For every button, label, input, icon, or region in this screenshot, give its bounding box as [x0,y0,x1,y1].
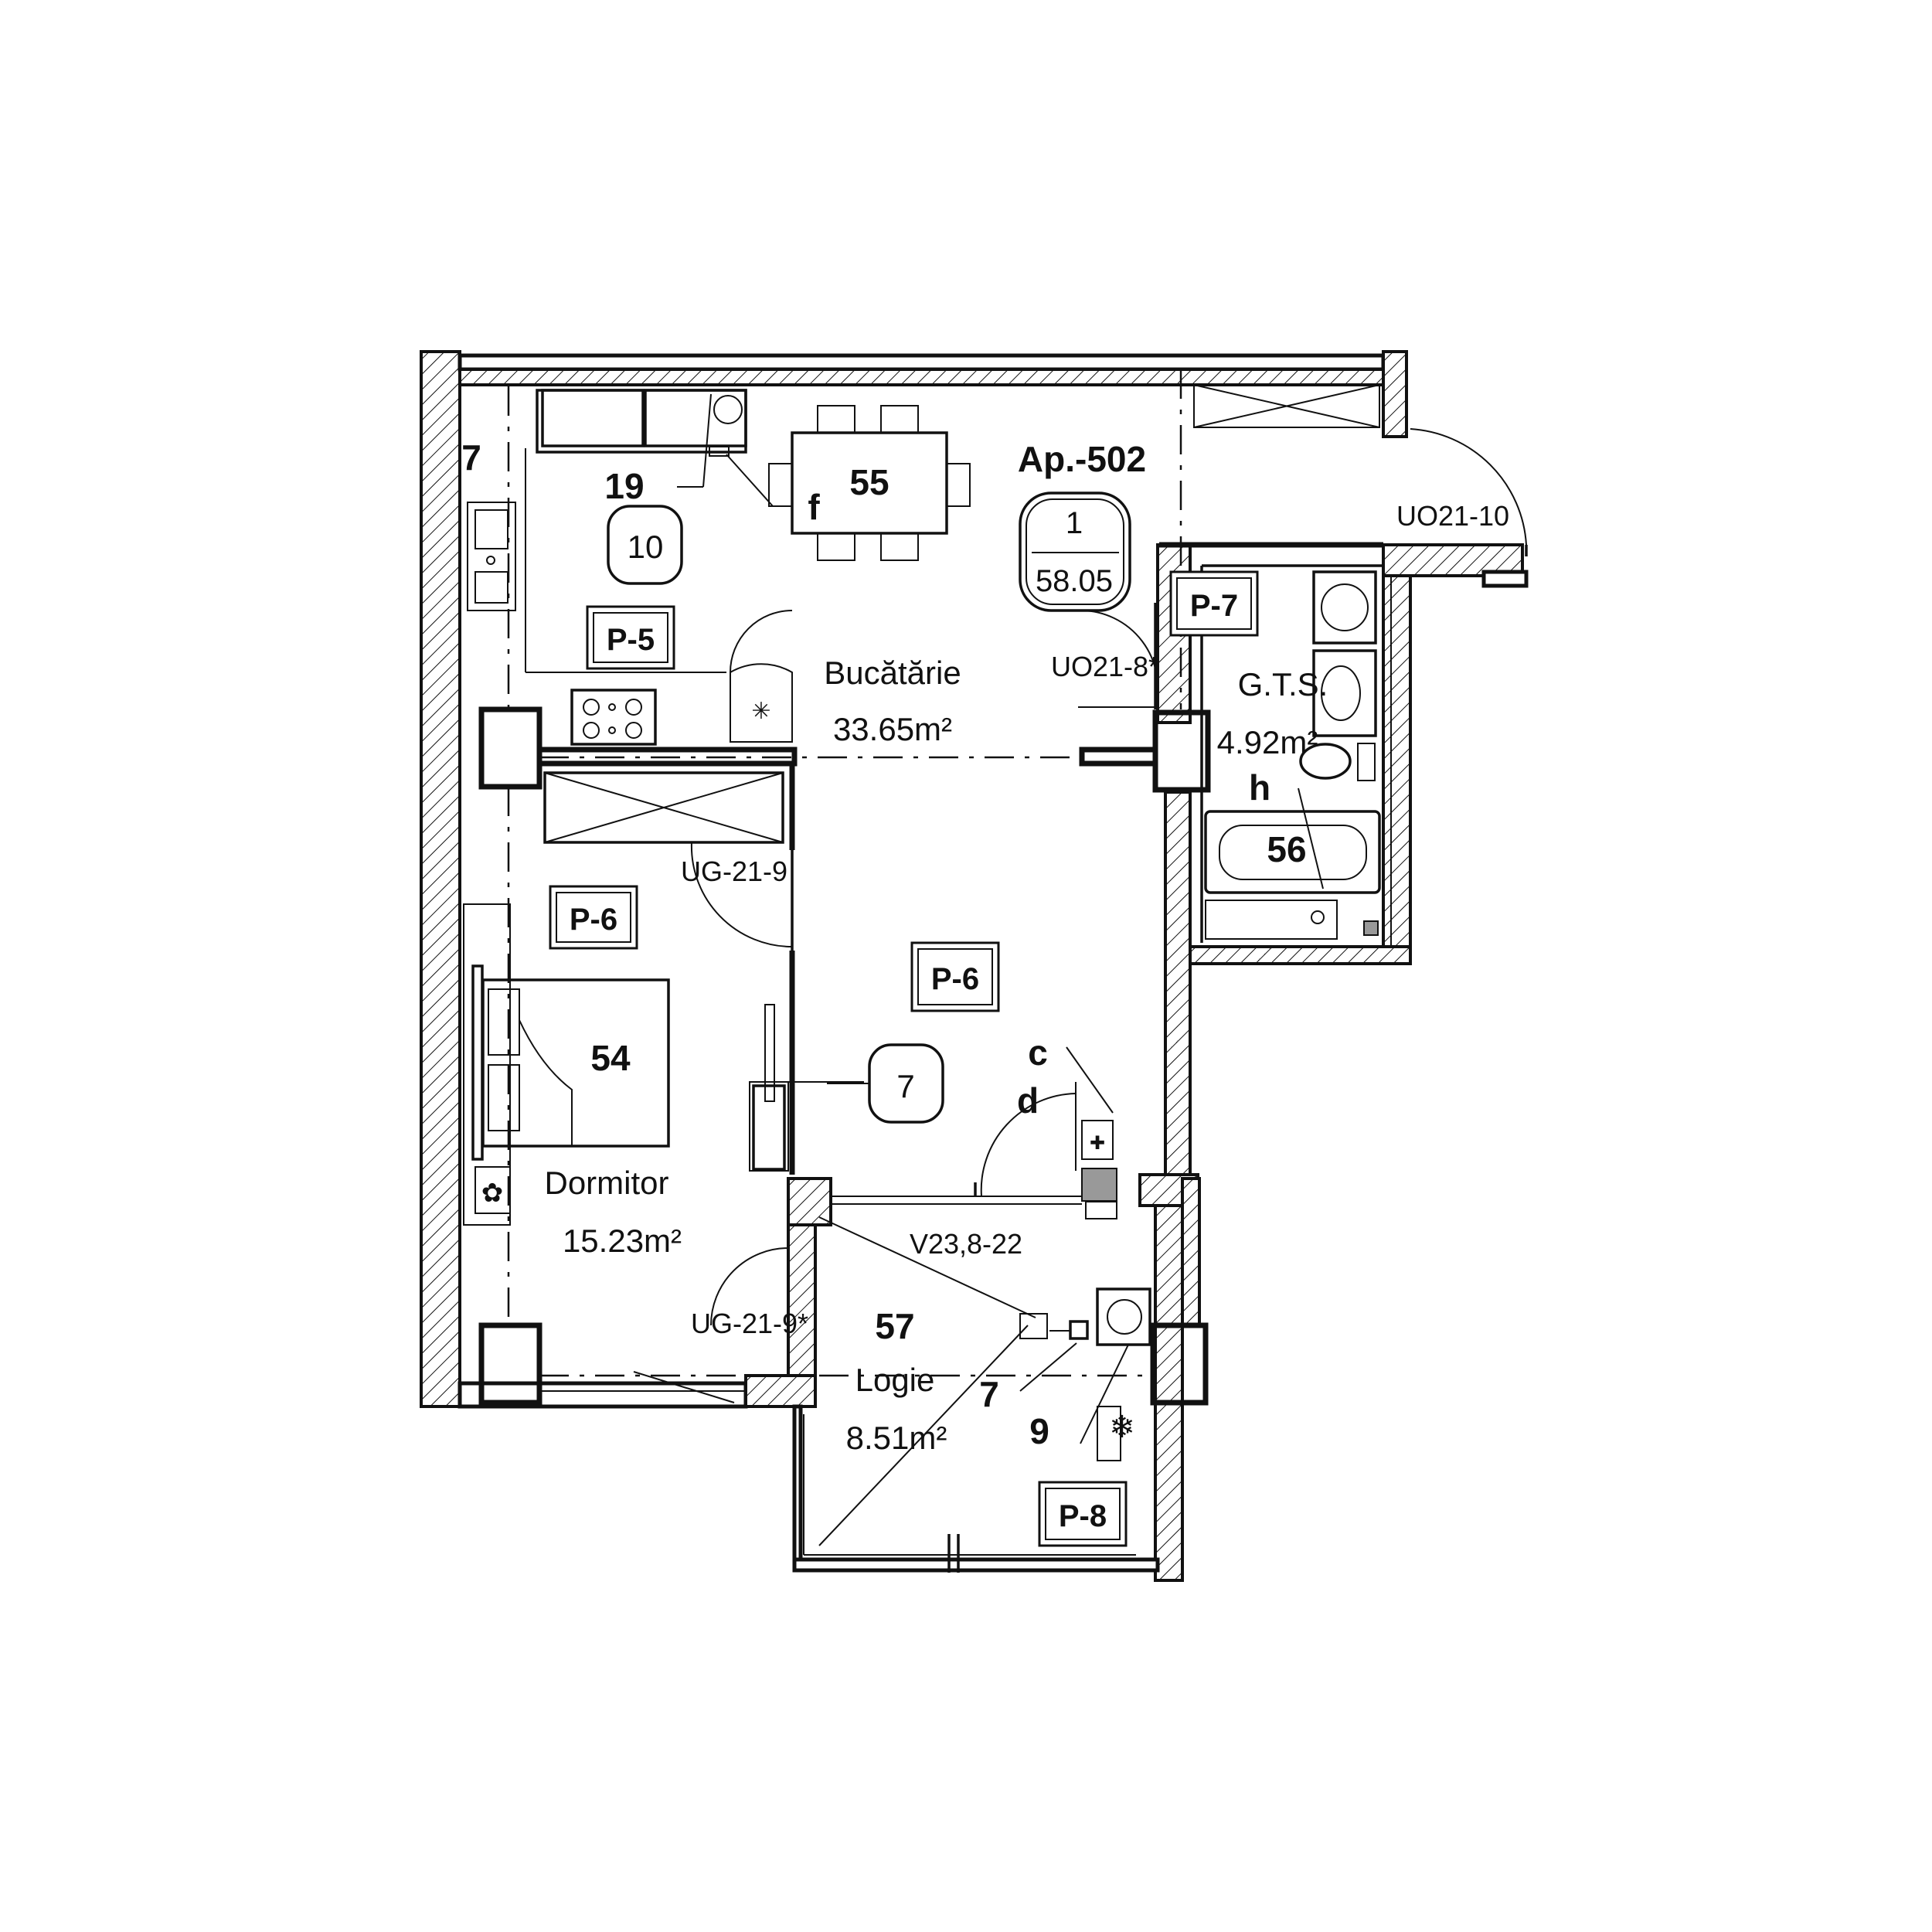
loggia-content: ❄ [541,1196,1151,1546]
kitchen-circle-marker [607,505,683,585]
bathroom-door-swing [1078,610,1159,708]
apartment-total-area: 58.05 [1036,564,1113,598]
column-bedroom-bottom [478,1322,543,1406]
bathroom-name: G.T.S. [1238,666,1328,702]
markers [607,492,1131,1124]
loggia-parapet-left [792,1404,803,1567]
hall-right-wall [1164,791,1192,1180]
entrance-door-swing [1410,428,1527,546]
bath-note-letter: h [1249,767,1270,808]
kitchen-name: Bucătărie [824,655,961,691]
riser-label-left: 7 [461,437,481,478]
kitchen-number: 55 [849,462,889,502]
top-facade-band-outer [457,353,1386,372]
door-label-entrance: UO21-10 [1396,500,1509,532]
column-kitchen-left [478,706,543,790]
kitchen-furniture: ✳ [467,384,1380,844]
bathroom-number: 56 [1267,829,1306,869]
kitchen-top-counter [536,389,747,454]
bedroom-area: 15.23m² [563,1223,682,1259]
top-facade-wall [458,368,1385,386]
loggia-left-pier-top [787,1177,832,1226]
hall-note-d: d [1017,1080,1039,1121]
svg-text:✚: ✚ [1090,1133,1105,1154]
bathroom-right-wall [1382,574,1412,964]
hall-door-swing [980,1093,1077,1197]
loggia-name: Logie [855,1362,935,1398]
partitions [507,369,1383,1377]
doors [690,428,1529,1326]
door-label-loggia: UG-21-9* [691,1308,808,1339]
loggia-left-return [744,1374,817,1408]
hall-circle-number: 7 [896,1068,914,1104]
column-loggia-right [1150,1322,1209,1406]
kitchen-circle-number: 10 [628,529,664,565]
loggia-area: 8.51m² [846,1420,947,1456]
toilet-icon [1299,743,1352,780]
panel-label-bedroom: P-6 [570,903,617,937]
kitchen-area: 33.65m² [833,711,952,747]
bedroom-name: Dormitor [544,1165,668,1201]
panel-label-bathroom: P-7 [1190,589,1238,623]
loggia-right-column-wall [1181,1177,1201,1327]
riser-label-loggia: 7 [979,1374,999,1414]
kitchen-appliance [541,389,645,447]
loggia-item-number: 9 [1029,1411,1049,1451]
panel-label-loggia: P-8 [1059,1499,1107,1533]
stove-icon [570,689,657,746]
svg-text:✳: ✳ [751,699,770,724]
door-label-bedroom: UG-21-9 [681,855,787,887]
washing-machine-icon [1312,570,1377,645]
kitchen-partition-right [1079,747,1158,767]
left-facade-wall [420,350,461,1408]
panel-tags [549,570,1259,1547]
loggia-right-wall [1154,1204,1184,1582]
sink-icon [467,502,516,611]
panel-label-kitchen: P-5 [607,623,655,657]
panel-label-hall: P-6 [931,962,979,996]
labels: Ap.-502 1 58.05 Bucătărie 33.65m² 55 Dor… [461,437,1509,1533]
hall-note-c: c [1028,1032,1048,1073]
apartment-summary-badge [1019,492,1131,612]
bedroom-number: 54 [590,1038,631,1078]
loggia-parapet-bottom [792,1557,1160,1573]
bathtub-icon [1204,810,1381,894]
bedroom-furniture: ✿ ✚ [463,903,1117,1226]
bedroom-door-swing [690,842,793,947]
meter-box [1081,1168,1117,1202]
boiler-icon [1096,1287,1151,1346]
kitchen-item-number: 19 [604,466,644,506]
kitchen-cabinet [644,389,747,447]
loggia-door-swing [710,1247,789,1326]
bed-icon [481,978,670,1148]
loggia-number: 57 [875,1306,914,1346]
bathroom-area: 4.92m² [1217,724,1318,760]
apartment-title: Ap.-502 [1018,439,1146,479]
snowflake-icon: ❄ [1109,1410,1135,1444]
bathroom-fixtures [1204,570,1381,940]
door-label-bathroom: UO21-8* [1051,651,1159,682]
top-right-wall-stub [1382,350,1408,438]
apartment-rooms-count: 1 [1066,506,1083,540]
bath-cabinet [1205,900,1338,940]
washbasin-icon [1312,649,1377,737]
window-label-loggia: V23,8-22 [910,1228,1022,1260]
svg-text:✿: ✿ [481,1179,504,1208]
plant-icon [474,1166,511,1214]
bathroom-bottom-wall [1189,945,1412,965]
kitchen-note-letter: f [808,487,820,527]
wardrobe [543,771,784,844]
